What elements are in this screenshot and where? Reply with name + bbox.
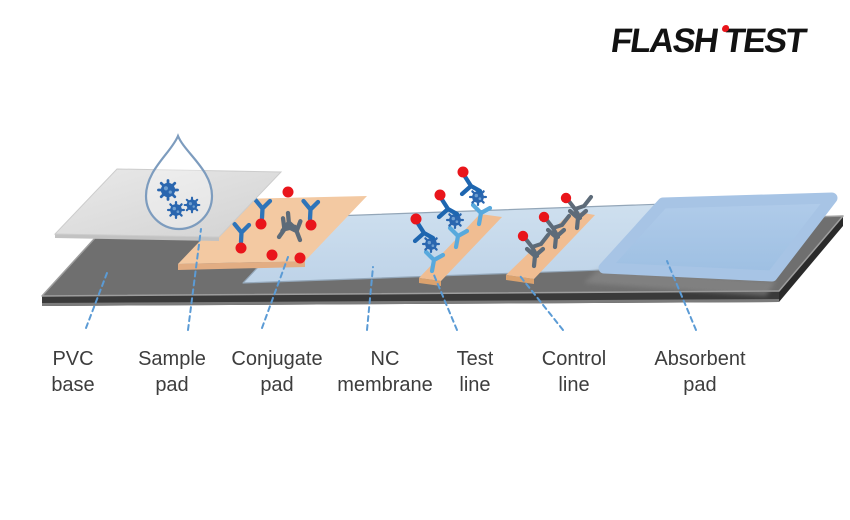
absorbent-pad-shadow — [584, 270, 776, 296]
virus-icon — [166, 200, 186, 220]
gold-label-dot-icon — [294, 252, 306, 264]
control-line-strip — [506, 211, 595, 284]
leader-line-control-line — [519, 275, 564, 331]
leader-line-sample-pad — [187, 228, 202, 331]
label-conjugate-pad: Conjugate pad — [231, 348, 323, 396]
leader-line-nc-membrane — [366, 266, 374, 331]
leader-line-absorbent-pad — [666, 260, 697, 331]
gold-label-dot-icon — [266, 249, 278, 261]
virus-icon — [183, 196, 201, 214]
label-sample-pad: Sample pad — [138, 348, 206, 396]
gold-label-dot-icon — [282, 186, 294, 198]
droplet-icon — [144, 133, 214, 231]
leader-line-test-line — [433, 274, 458, 331]
leader-line-pvc-base — [85, 272, 108, 329]
gold-label-dot-icon — [235, 242, 247, 254]
conjugate-pad-molecules — [235, 186, 319, 264]
sample-pad-shape — [53, 168, 283, 241]
label-pvc-base: PVC base — [51, 348, 95, 396]
leader-line-conjugate-pad — [261, 256, 289, 329]
gold-label-dot-icon — [255, 218, 267, 230]
virus-icon — [157, 179, 179, 201]
label-nc-membrane: NC membrane — [337, 348, 433, 396]
absorbent-pad-shape — [598, 192, 838, 282]
gold-label-dot-icon — [305, 219, 317, 231]
label-test-line: Test line — [456, 348, 494, 396]
label-absorbent-pad: Absorbent pad — [654, 348, 746, 396]
test-line-strip — [419, 214, 502, 286]
label-control-line: Control line — [541, 348, 607, 396]
conjugate-pad-shape — [178, 196, 367, 270]
